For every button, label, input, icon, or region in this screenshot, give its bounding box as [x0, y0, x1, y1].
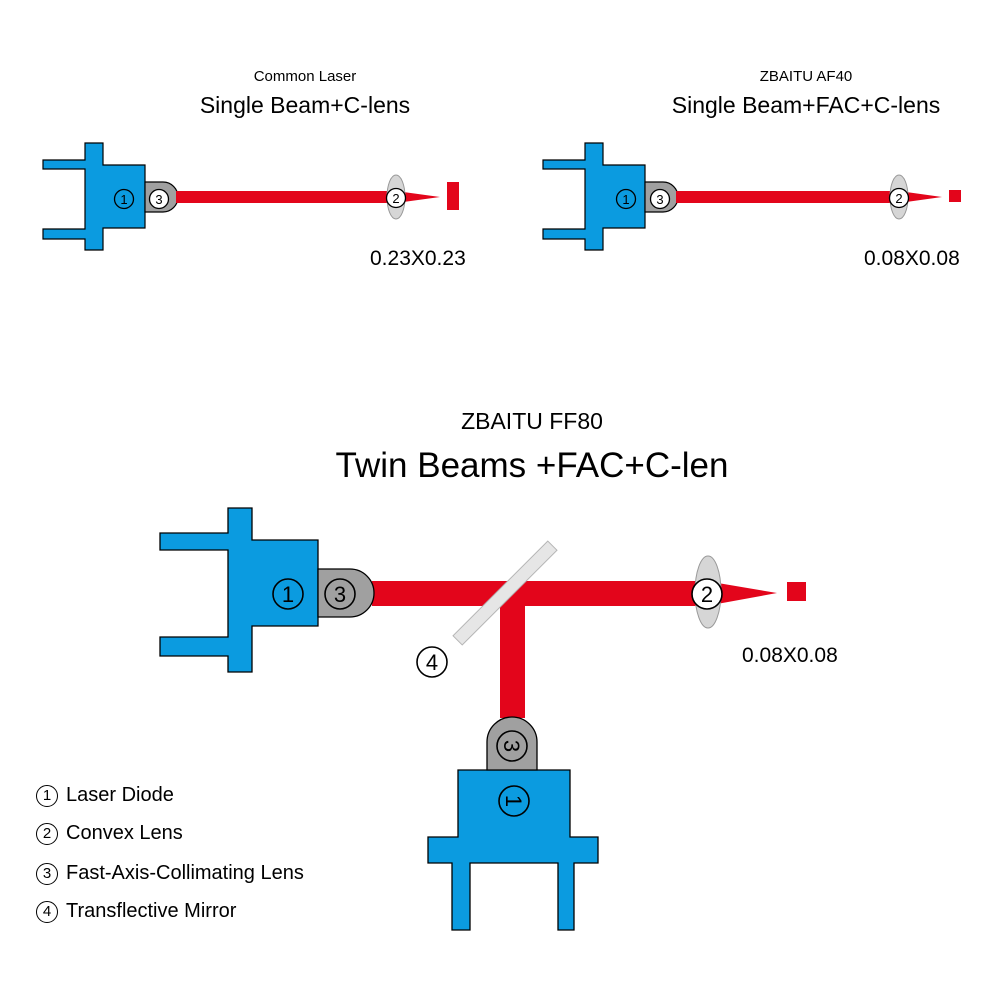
laser-beam-vertical [500, 590, 525, 718]
svg-text:1: 1 [501, 795, 526, 807]
convex-lens-marker: 2 [691, 578, 723, 610]
laser-spot [787, 582, 806, 601]
legend-number: 3 [36, 862, 58, 885]
diagram2-subtitle: ZBAITU AF40 [759, 68, 853, 85]
fac-lens-marker: 3 [148, 188, 170, 210]
laser-spot [447, 182, 459, 210]
legend-label: Laser Diode [66, 784, 174, 806]
fac-lens-marker: 3 [496, 730, 528, 762]
laser-diode-shape [542, 142, 646, 251]
svg-text:2: 2 [895, 191, 902, 206]
laser-spot [949, 190, 961, 202]
diagram1-spot-size: 0.23X0.23 [370, 247, 466, 270]
svg-text:2: 2 [392, 191, 399, 206]
laser-diode-marker: 1 [615, 188, 637, 210]
laser-beam-horizontal [372, 581, 708, 606]
laser-beam [676, 191, 942, 203]
laser-diode-marker: 1 [113, 188, 135, 210]
fac-lens-marker: 3 [324, 578, 356, 610]
legend-item: 1 Laser Diode [36, 784, 174, 807]
diagram1-graphic [42, 142, 459, 251]
legend-item: 4 Transflective Mirror [36, 900, 236, 923]
legend-number: 1 [36, 784, 58, 807]
diagram1-subtitle: Common Laser [253, 68, 357, 85]
legend-label: Convex Lens [66, 822, 183, 844]
fac-lens-marker: 3 [649, 188, 671, 210]
legend-label: Fast-Axis-Collimating Lens [66, 862, 304, 884]
legend-item: 2 Convex Lens [36, 822, 183, 845]
convex-lens-marker: 2 [385, 187, 407, 209]
svg-text:1: 1 [120, 192, 127, 207]
laser-beam [176, 191, 440, 203]
diagram3-spot-size: 0.08X0.08 [742, 644, 838, 667]
svg-text:1: 1 [622, 192, 629, 207]
svg-text:4: 4 [426, 650, 438, 675]
svg-text:1: 1 [282, 582, 294, 607]
diagram3-subtitle: ZBAITU FF80 [461, 408, 603, 434]
laser-beam-focused [706, 581, 777, 606]
laser-diode-shape [427, 769, 599, 931]
legend-label: Transflective Mirror [66, 900, 237, 922]
svg-text:3: 3 [499, 740, 524, 752]
diagram1-title: Single Beam+C-lens [199, 92, 411, 118]
legend-number: 4 [36, 900, 58, 923]
transflective-mirror-shape [452, 540, 558, 646]
legend-number: 2 [36, 822, 58, 845]
laser-diode-marker: 1 [272, 578, 304, 610]
legend-item: 3 Fast-Axis-Collimating Lens [36, 862, 304, 885]
diagram2-title: Single Beam+FAC+C-lens [671, 92, 941, 118]
diagram3-title: Twin Beams +FAC+C-len [335, 446, 729, 485]
svg-text:3: 3 [334, 582, 346, 607]
svg-text:3: 3 [656, 192, 663, 207]
laser-diode-shape [159, 507, 319, 673]
diagram3-graphic [159, 507, 806, 931]
svg-text:3: 3 [155, 192, 162, 207]
diagram2-spot-size: 0.08X0.08 [864, 247, 960, 270]
mirror-marker: 4 [416, 646, 448, 678]
svg-text:2: 2 [701, 582, 713, 607]
laser-diode-marker: 1 [498, 785, 530, 817]
convex-lens-marker: 2 [888, 187, 910, 209]
laser-diode-shape [42, 142, 146, 251]
